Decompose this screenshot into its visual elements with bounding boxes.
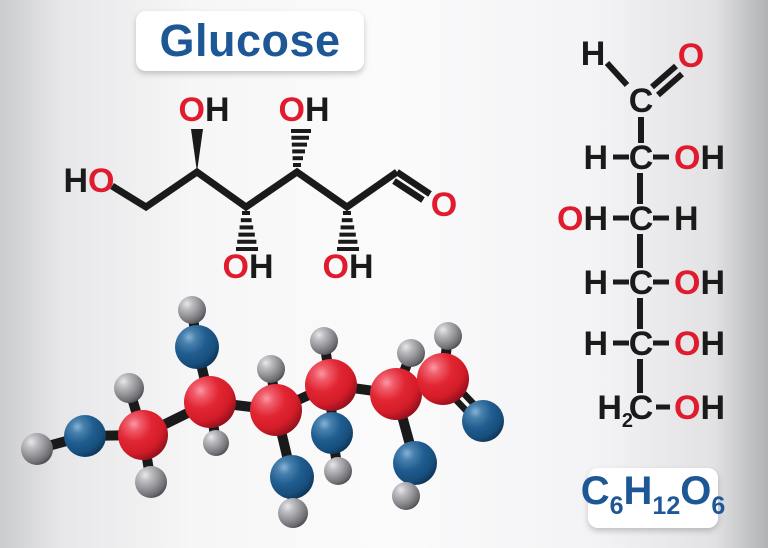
- atom-hydrogen: [310, 327, 338, 355]
- fischer-bond: [604, 60, 630, 88]
- fischer-atom-label: O: [678, 37, 704, 75]
- formula-subscript: 6: [711, 491, 726, 520]
- fischer-ch2-label: H2: [597, 389, 633, 432]
- atom-hydrogen: [392, 482, 420, 510]
- carbon-chain: [110, 167, 400, 212]
- formula-subscript: 6: [609, 491, 624, 520]
- aldehyde-double-bond: [392, 178, 425, 203]
- atom-hydrogen: [257, 355, 285, 383]
- fischer-right-label: OH: [674, 325, 725, 363]
- atom-carbon: [118, 410, 168, 460]
- formula-subscript: 12: [652, 491, 681, 520]
- hydroxyl-label: O: [431, 186, 457, 224]
- ball-and-stick-model: [21, 296, 504, 528]
- atom-oxygen: [311, 412, 353, 454]
- atom-carbon: [184, 376, 236, 428]
- hashed-bond: [337, 211, 359, 251]
- hydroxyl-label: OH: [278, 91, 329, 129]
- skeletal-structural-formula: OH OH HO OH OH O: [63, 91, 457, 286]
- fischer-carbon-label: C: [629, 389, 654, 427]
- atom-oxygen: [393, 441, 437, 485]
- fischer-carbon-label: C: [629, 325, 654, 363]
- title-card: Glucose: [136, 11, 364, 71]
- fischer-bond: [650, 63, 678, 90]
- fischer-left-label: H: [583, 264, 608, 302]
- fischer-left-label: H: [583, 325, 608, 363]
- page-title: Glucose: [159, 15, 341, 66]
- formula-card: C6H12O6: [581, 468, 725, 528]
- atom-carbon: [250, 384, 302, 436]
- hydroxyl-label: OH: [178, 91, 229, 129]
- fischer-bond: [656, 71, 684, 98]
- atom-carbon: [417, 353, 469, 405]
- hydroxyl-label: OH: [222, 248, 273, 286]
- atom-carbon: [370, 368, 422, 420]
- fischer-atom-label: C: [629, 82, 654, 120]
- hydroxyl-label: HO: [63, 162, 114, 200]
- fischer-carbon-label: C: [629, 139, 654, 177]
- atom-oxygen: [462, 400, 504, 442]
- fischer-right-label: OH: [674, 139, 725, 177]
- formula-element: C: [580, 468, 610, 513]
- fischer-left-label: H: [583, 139, 608, 177]
- atom-hydrogen: [178, 296, 206, 324]
- atom-hydrogen: [21, 433, 53, 465]
- fischer-atom-label: H: [581, 35, 606, 73]
- fischer-carbon-label: C: [629, 200, 654, 238]
- fischer-right-label: H: [674, 200, 699, 238]
- atom-hydrogen: [324, 457, 352, 485]
- atom-oxygen: [64, 415, 106, 457]
- atom-hydrogen: [434, 322, 462, 350]
- hashed-bond: [291, 129, 311, 167]
- wedge-bond: [191, 129, 203, 172]
- atom-hydrogen: [397, 339, 425, 367]
- atom-hydrogen: [135, 466, 167, 498]
- atom-carbon: [305, 359, 357, 411]
- hashed-bond: [236, 211, 258, 251]
- fischer-left-label: OH: [557, 200, 608, 238]
- atom-oxygen: [270, 455, 314, 499]
- atom-oxygen: [175, 325, 219, 369]
- atom-hydrogen: [203, 430, 229, 456]
- hydroxyl-label: OH: [322, 248, 373, 286]
- fischer-right-label: OH: [674, 264, 725, 302]
- atom-hydrogen: [114, 373, 144, 403]
- formula-element: H: [623, 468, 653, 513]
- atom-hydrogen: [278, 498, 308, 528]
- fischer-carbon-label: C: [629, 264, 654, 302]
- formula-element: O: [680, 468, 712, 513]
- molecular-formula: C6H12O6: [581, 461, 726, 536]
- aldehyde-double-bond: [395, 169, 432, 197]
- fischer-right-label: OH: [674, 389, 725, 427]
